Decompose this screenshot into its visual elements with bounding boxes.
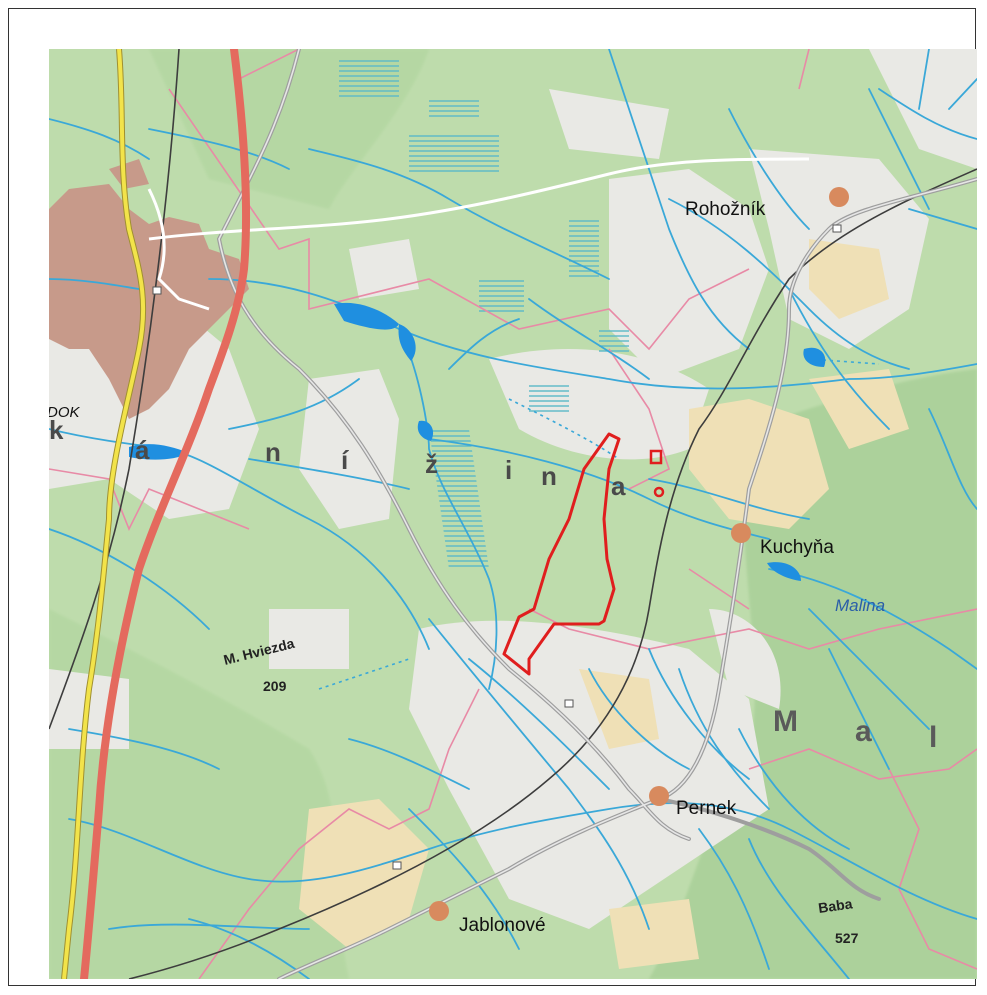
highway [80,49,250,979]
topographic-map[interactable]: Rohožník Kuchyňa Pernek Jablonové DOK Ma… [49,49,977,979]
region-letter: a [855,715,872,748]
label-baba-name: Baba [817,895,853,916]
label-dok: DOK [49,404,81,421]
administrative-boundaries [49,49,977,979]
town-label-kuchyna: Kuchyňa [760,537,834,558]
settlement-area [49,184,249,419]
town-label-rohoznik: Rohožník [685,199,766,220]
town-marker-jablonove [429,901,449,921]
region-letter: i [505,455,512,485]
region-letter: n [265,437,281,467]
region-letter: M [773,705,798,738]
town-markers [429,187,849,921]
dotted-streams [318,358,880,690]
settlement-area-2 [109,159,149,189]
town-label-pernek: Pernek [676,798,737,819]
region-letter: ž [425,449,438,479]
study-area-marker-1 [649,449,663,465]
study-area-marker-2 [653,486,665,498]
railways [49,49,977,979]
label-baba-elevation: 527 [835,930,859,946]
road-markers [152,224,842,870]
region-letter: a [611,471,626,501]
water-bodies [129,302,826,581]
region-letter: á [135,435,150,465]
map-frame: Rohožník Kuchyňa Pernek Jablonové DOK Ma… [8,8,977,986]
label-hviezda-elevation: 209 [263,678,287,694]
minor-road-2 [147,188,210,311]
town-label-jablonove: Jablonové [459,915,546,936]
town-marker-pernek [649,786,669,806]
region-letter: n [541,461,557,491]
minor-road [148,157,810,241]
town-marker-kuchyna [731,523,751,543]
marsh-areas [339,59,629,569]
region-letter: l [929,721,937,754]
region-letter: í [341,445,349,475]
label-malina: Malina [835,596,885,615]
streams [49,49,977,979]
main-road [62,49,146,979]
town-marker-rohoznik [829,187,849,207]
region-letter: k [49,415,64,445]
map-canvas: Rohožník Kuchyňa Pernek Jablonové DOK Ma… [49,49,977,979]
study-area-boundary [502,432,621,676]
